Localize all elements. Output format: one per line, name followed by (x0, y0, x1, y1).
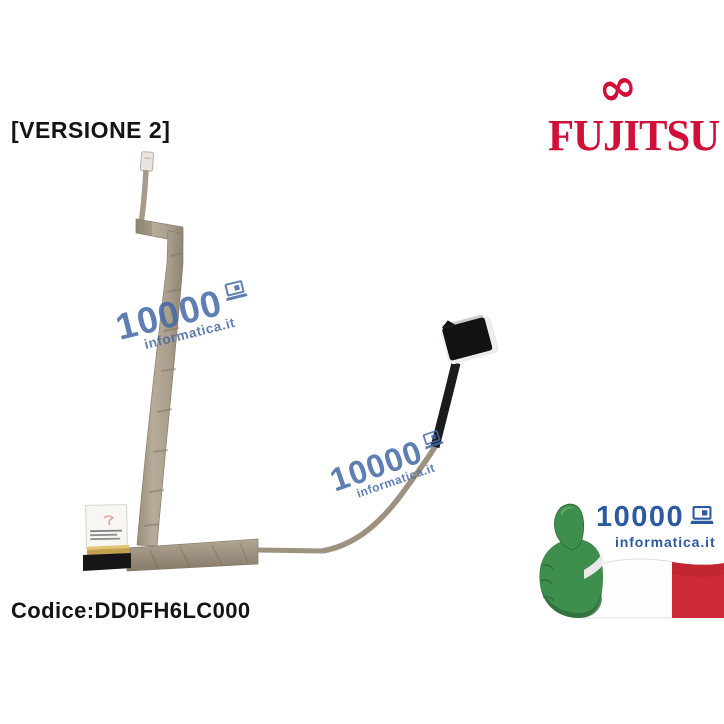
label-sticker (85, 504, 128, 549)
watermark: 10000 informatica.it (112, 277, 255, 357)
laptop-icon (422, 430, 444, 450)
version-label: [VERSIONE 2] (11, 117, 171, 143)
cable-black-sleeve (430, 361, 461, 449)
display-tip-connector (139, 151, 154, 172)
laptop-icon (690, 506, 714, 524)
shop-logo-domain: informatica.it (615, 534, 716, 550)
watermark: 10000 informatica.it (325, 427, 452, 506)
shop-logo-text: 10000 informatica.it (596, 501, 716, 550)
cable-upper-segment (138, 169, 149, 224)
lvds-connector (83, 545, 131, 571)
product-code: Codice:DD0FH6LC000 (11, 598, 251, 623)
shop-logo: 10000 informatica.it (530, 495, 724, 620)
ribbon-wrinkles (143, 252, 183, 527)
connector-head (441, 314, 499, 365)
laptop-icon (224, 280, 248, 302)
fujitsu-logo: ∞ FUJITSU (540, 56, 720, 176)
cable-bottom-ribbon (126, 538, 259, 572)
thumbs-up-flag-icon (539, 503, 724, 619)
cable-vertical-ribbon (136, 230, 184, 547)
fujitsu-logo-text: FUJITSU (548, 111, 720, 160)
cable-curve-segment (321, 443, 439, 554)
connector-black-bar (83, 553, 131, 571)
shop-logo-number: 10000 (596, 501, 685, 533)
cable-thin-segment (257, 547, 323, 554)
